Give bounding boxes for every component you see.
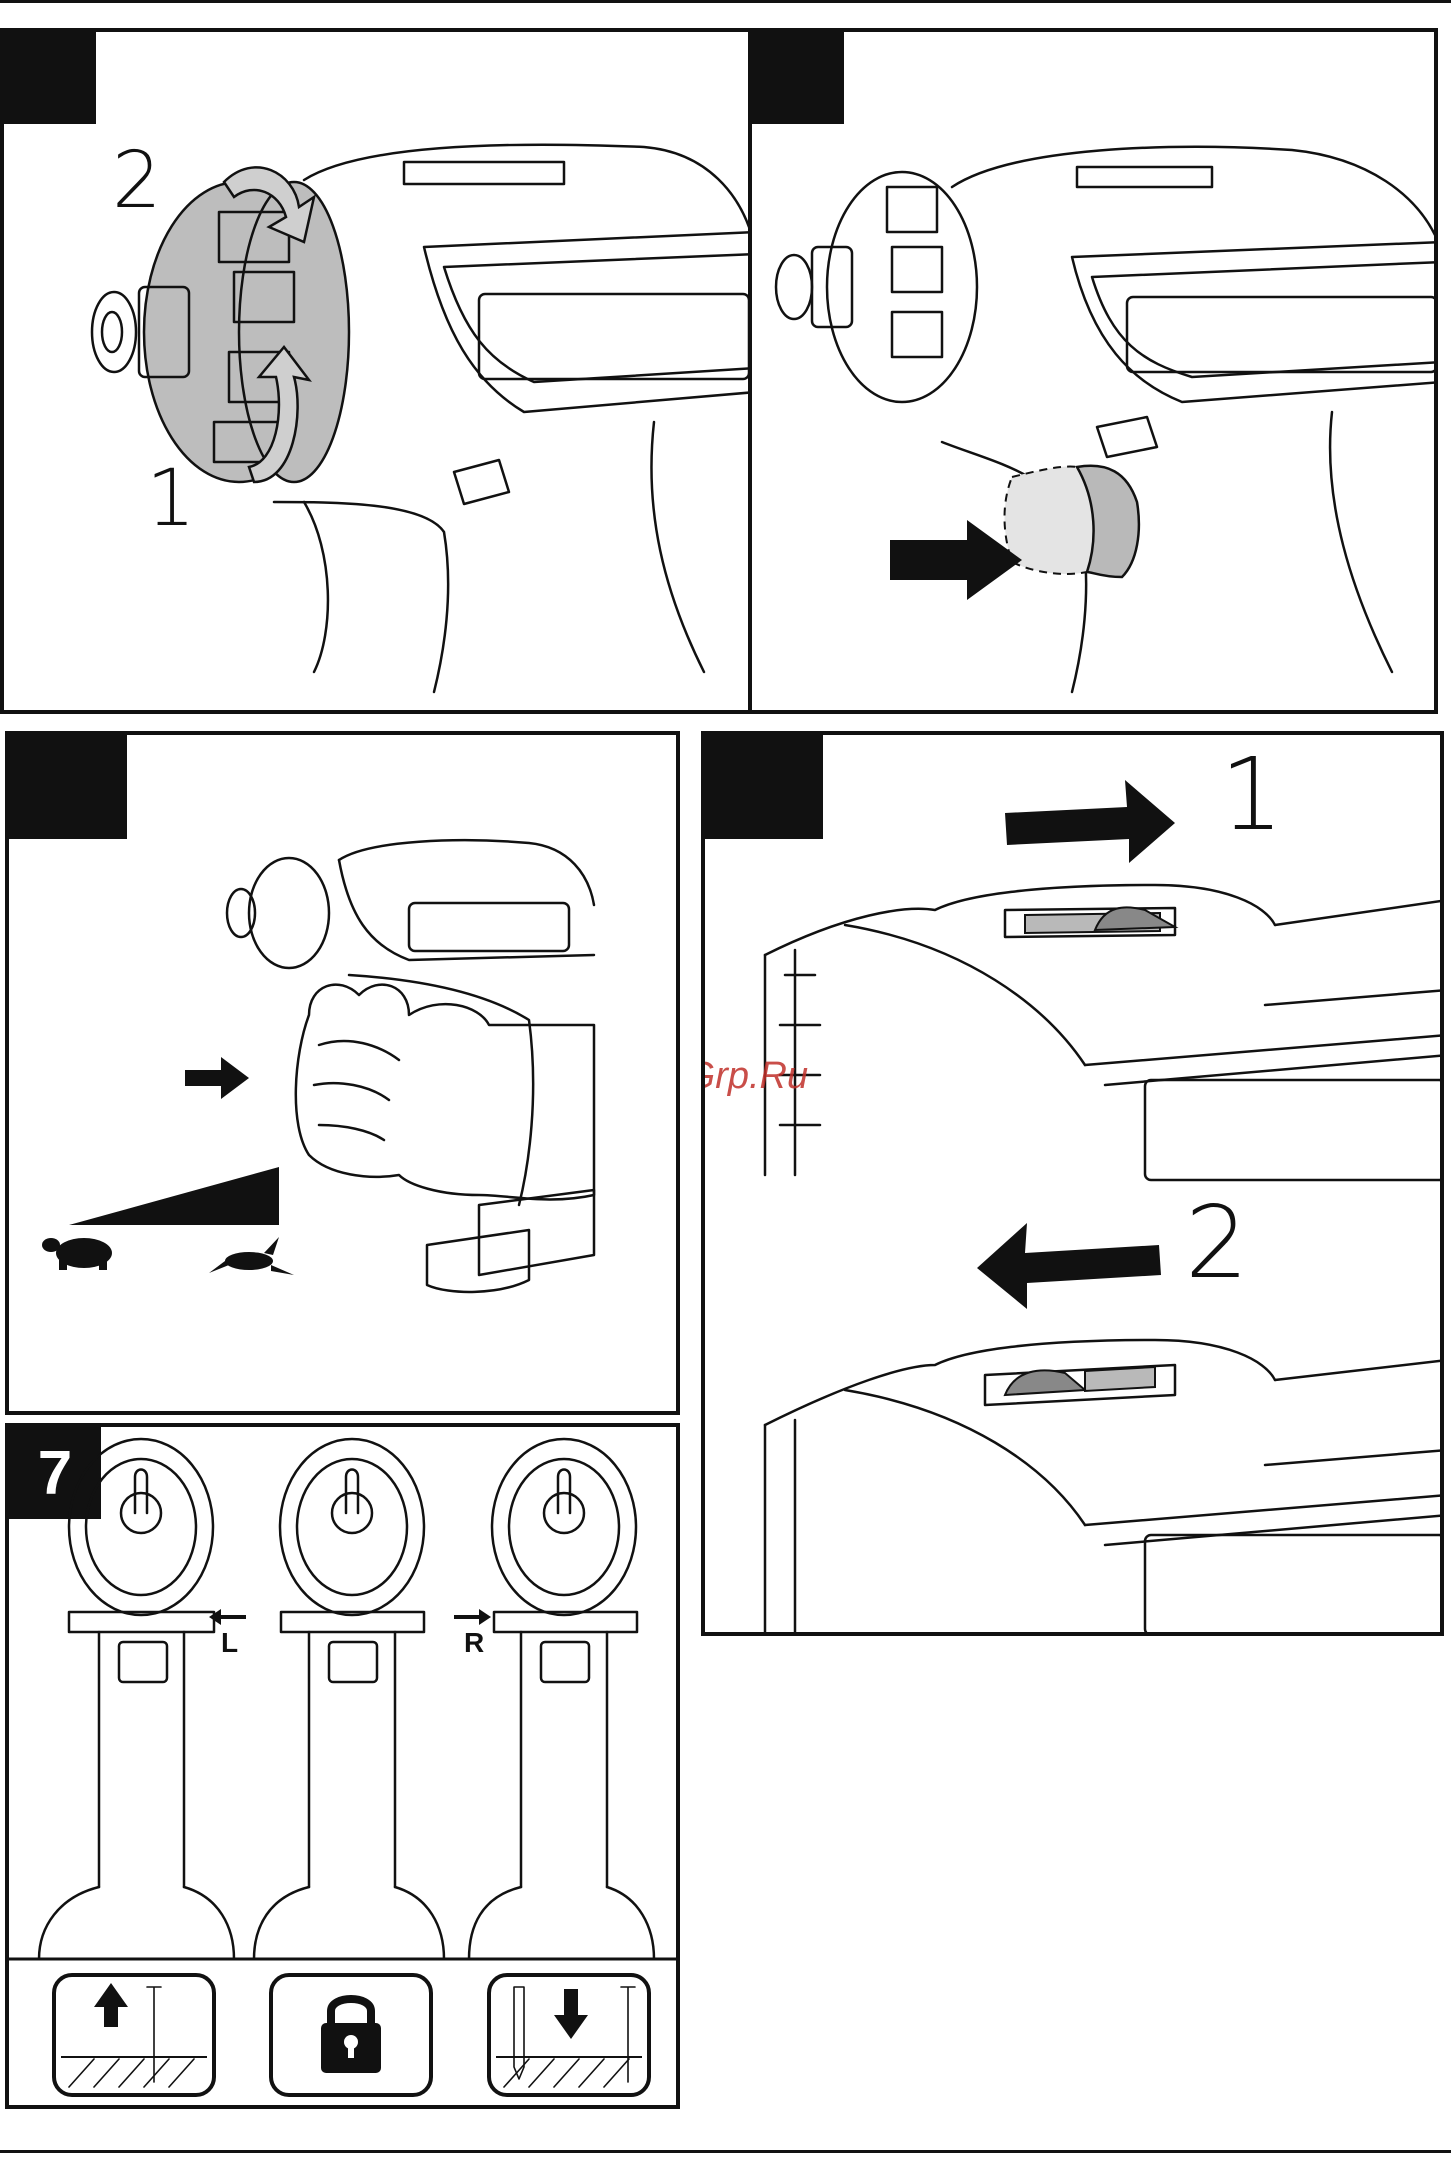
drill-side-view-2 [752, 32, 1438, 714]
panel-1-chuck-rotation: 1 2 [0, 28, 752, 714]
drill-top-right [469, 1439, 654, 1959]
slide-right-arrow-icon [1005, 780, 1175, 863]
panel-4-gear-selector: 1 2 McGrp.Ru [701, 731, 1444, 1636]
bottom-rule [0, 2150, 1451, 2153]
lock-icon [271, 1975, 431, 2095]
panel-2-trigger-press [748, 28, 1438, 714]
screw-in-icon [489, 1975, 649, 2095]
direction-right-label: R [464, 1629, 484, 1657]
turtle-slow-icon [42, 1238, 112, 1270]
drill-top-center [254, 1439, 444, 1959]
panel-1-step-one: 1 [146, 460, 196, 538]
gear-selector-views [705, 735, 1444, 1636]
panel-4-step-two: 2 [1185, 1193, 1249, 1293]
panel-3-variable-speed [5, 731, 680, 1415]
direction-left-label: L [221, 1629, 238, 1657]
hand-grip-icon [296, 985, 594, 1200]
watermark: McGrp.Ru [701, 1055, 808, 1098]
slide-left-arrow-icon [977, 1223, 1161, 1309]
unscrew-icon [54, 1975, 214, 2095]
speed-ramp-icon [69, 1167, 279, 1225]
trigger-push-arrow-icon [890, 520, 1022, 600]
panel-7-rotation-direction: 7 [5, 1423, 680, 2109]
drill-side-view [4, 32, 752, 714]
rabbit-fast-icon [209, 1237, 294, 1275]
panel-1-step-two: 2 [112, 142, 162, 220]
panel-4-step-one: 1 [1220, 745, 1284, 845]
drill-top-views [9, 1427, 680, 2109]
drill-top-left [39, 1439, 234, 1959]
top-rule [0, 0, 1451, 3]
drill-in-hand [9, 735, 680, 1415]
